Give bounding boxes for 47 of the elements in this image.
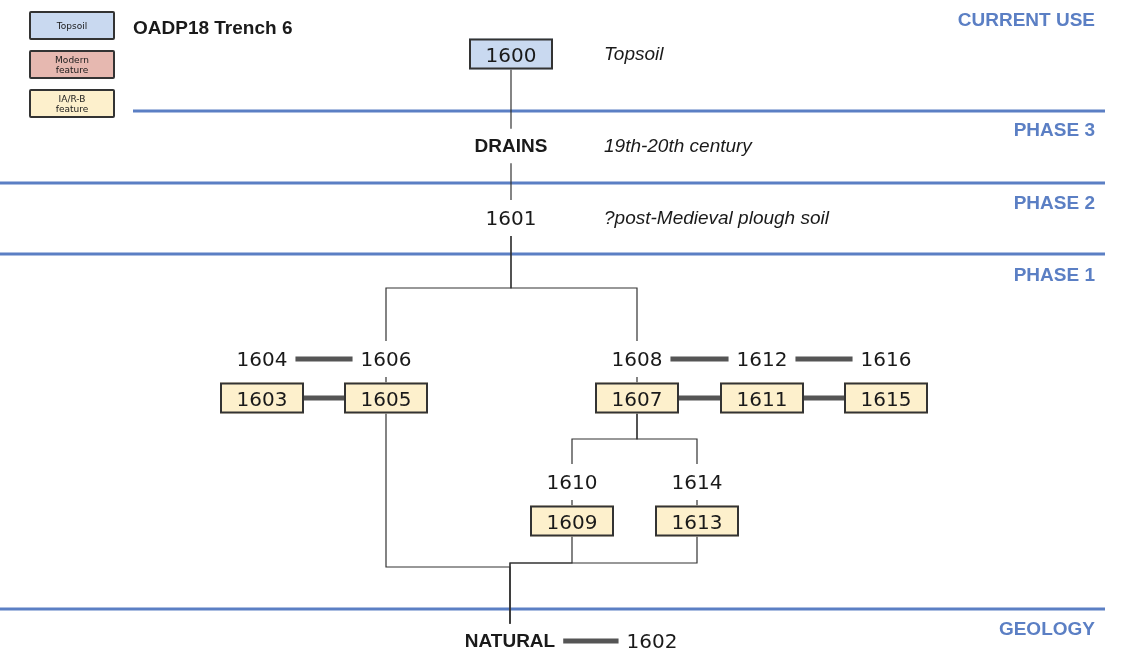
context-box: 1609 — [530, 505, 614, 537]
context-number: 1604 — [236, 344, 288, 374]
equivalence-double-line — [795, 356, 853, 362]
context-box: 1611 — [720, 382, 804, 414]
period-note: Topsoil — [604, 41, 664, 66]
stratigraphic-line — [510, 235, 638, 342]
context-box: 1607 — [595, 382, 679, 414]
context-number: 1610 — [546, 467, 598, 497]
phase-label: CURRENT USE — [957, 7, 1095, 32]
context-heading: DRAINS — [474, 131, 548, 161]
phase-label: PHASE 2 — [1013, 190, 1095, 215]
equivalence-double-line — [679, 395, 720, 401]
context-box: 1615 — [844, 382, 928, 414]
legend-label: Topsoil — [56, 20, 88, 31]
stratigraphic-line — [509, 535, 698, 625]
phase-label: PHASE 3 — [1013, 117, 1095, 142]
period-note: 19th-20th century — [604, 133, 752, 158]
context-number: 1612 — [736, 344, 788, 374]
equivalence-double-line — [304, 395, 344, 401]
stratigraphic-line — [636, 376, 638, 384]
equivalence-double-line — [670, 356, 729, 362]
diagram-title: OADP18 Trench 6 — [133, 16, 293, 40]
context-box: 1603 — [220, 382, 304, 414]
stratigraphic-line — [696, 499, 698, 507]
context-heading: NATURAL — [464, 626, 556, 656]
context-number: 1601 — [485, 203, 537, 233]
context-number: 1616 — [860, 344, 912, 374]
stratigraphic-line — [571, 499, 573, 507]
context-box: 1613 — [655, 505, 739, 537]
context-box: 1600 — [469, 38, 553, 70]
stratigraphic-line — [510, 68, 512, 130]
stratigraphic-line — [510, 162, 512, 201]
legend-label: Modern feature — [54, 54, 90, 75]
context-box: 1605 — [344, 382, 428, 414]
stratigraphic-line — [385, 376, 387, 384]
equivalence-double-line — [804, 395, 844, 401]
context-number: 1614 — [671, 467, 723, 497]
context-number: 1606 — [360, 344, 412, 374]
period-note: ?post-Medieval plough soil — [604, 205, 829, 230]
context-number: 1608 — [611, 344, 663, 374]
stratigraphic-line — [636, 412, 698, 465]
legend-label: IA/R-B feature — [54, 93, 90, 114]
equivalence-double-line — [295, 356, 353, 362]
equivalence-double-line — [563, 638, 619, 644]
phase-label: PHASE 1 — [1013, 262, 1095, 287]
context-number: 1602 — [626, 626, 678, 656]
phase-label: GEOLOGY — [998, 616, 1095, 641]
